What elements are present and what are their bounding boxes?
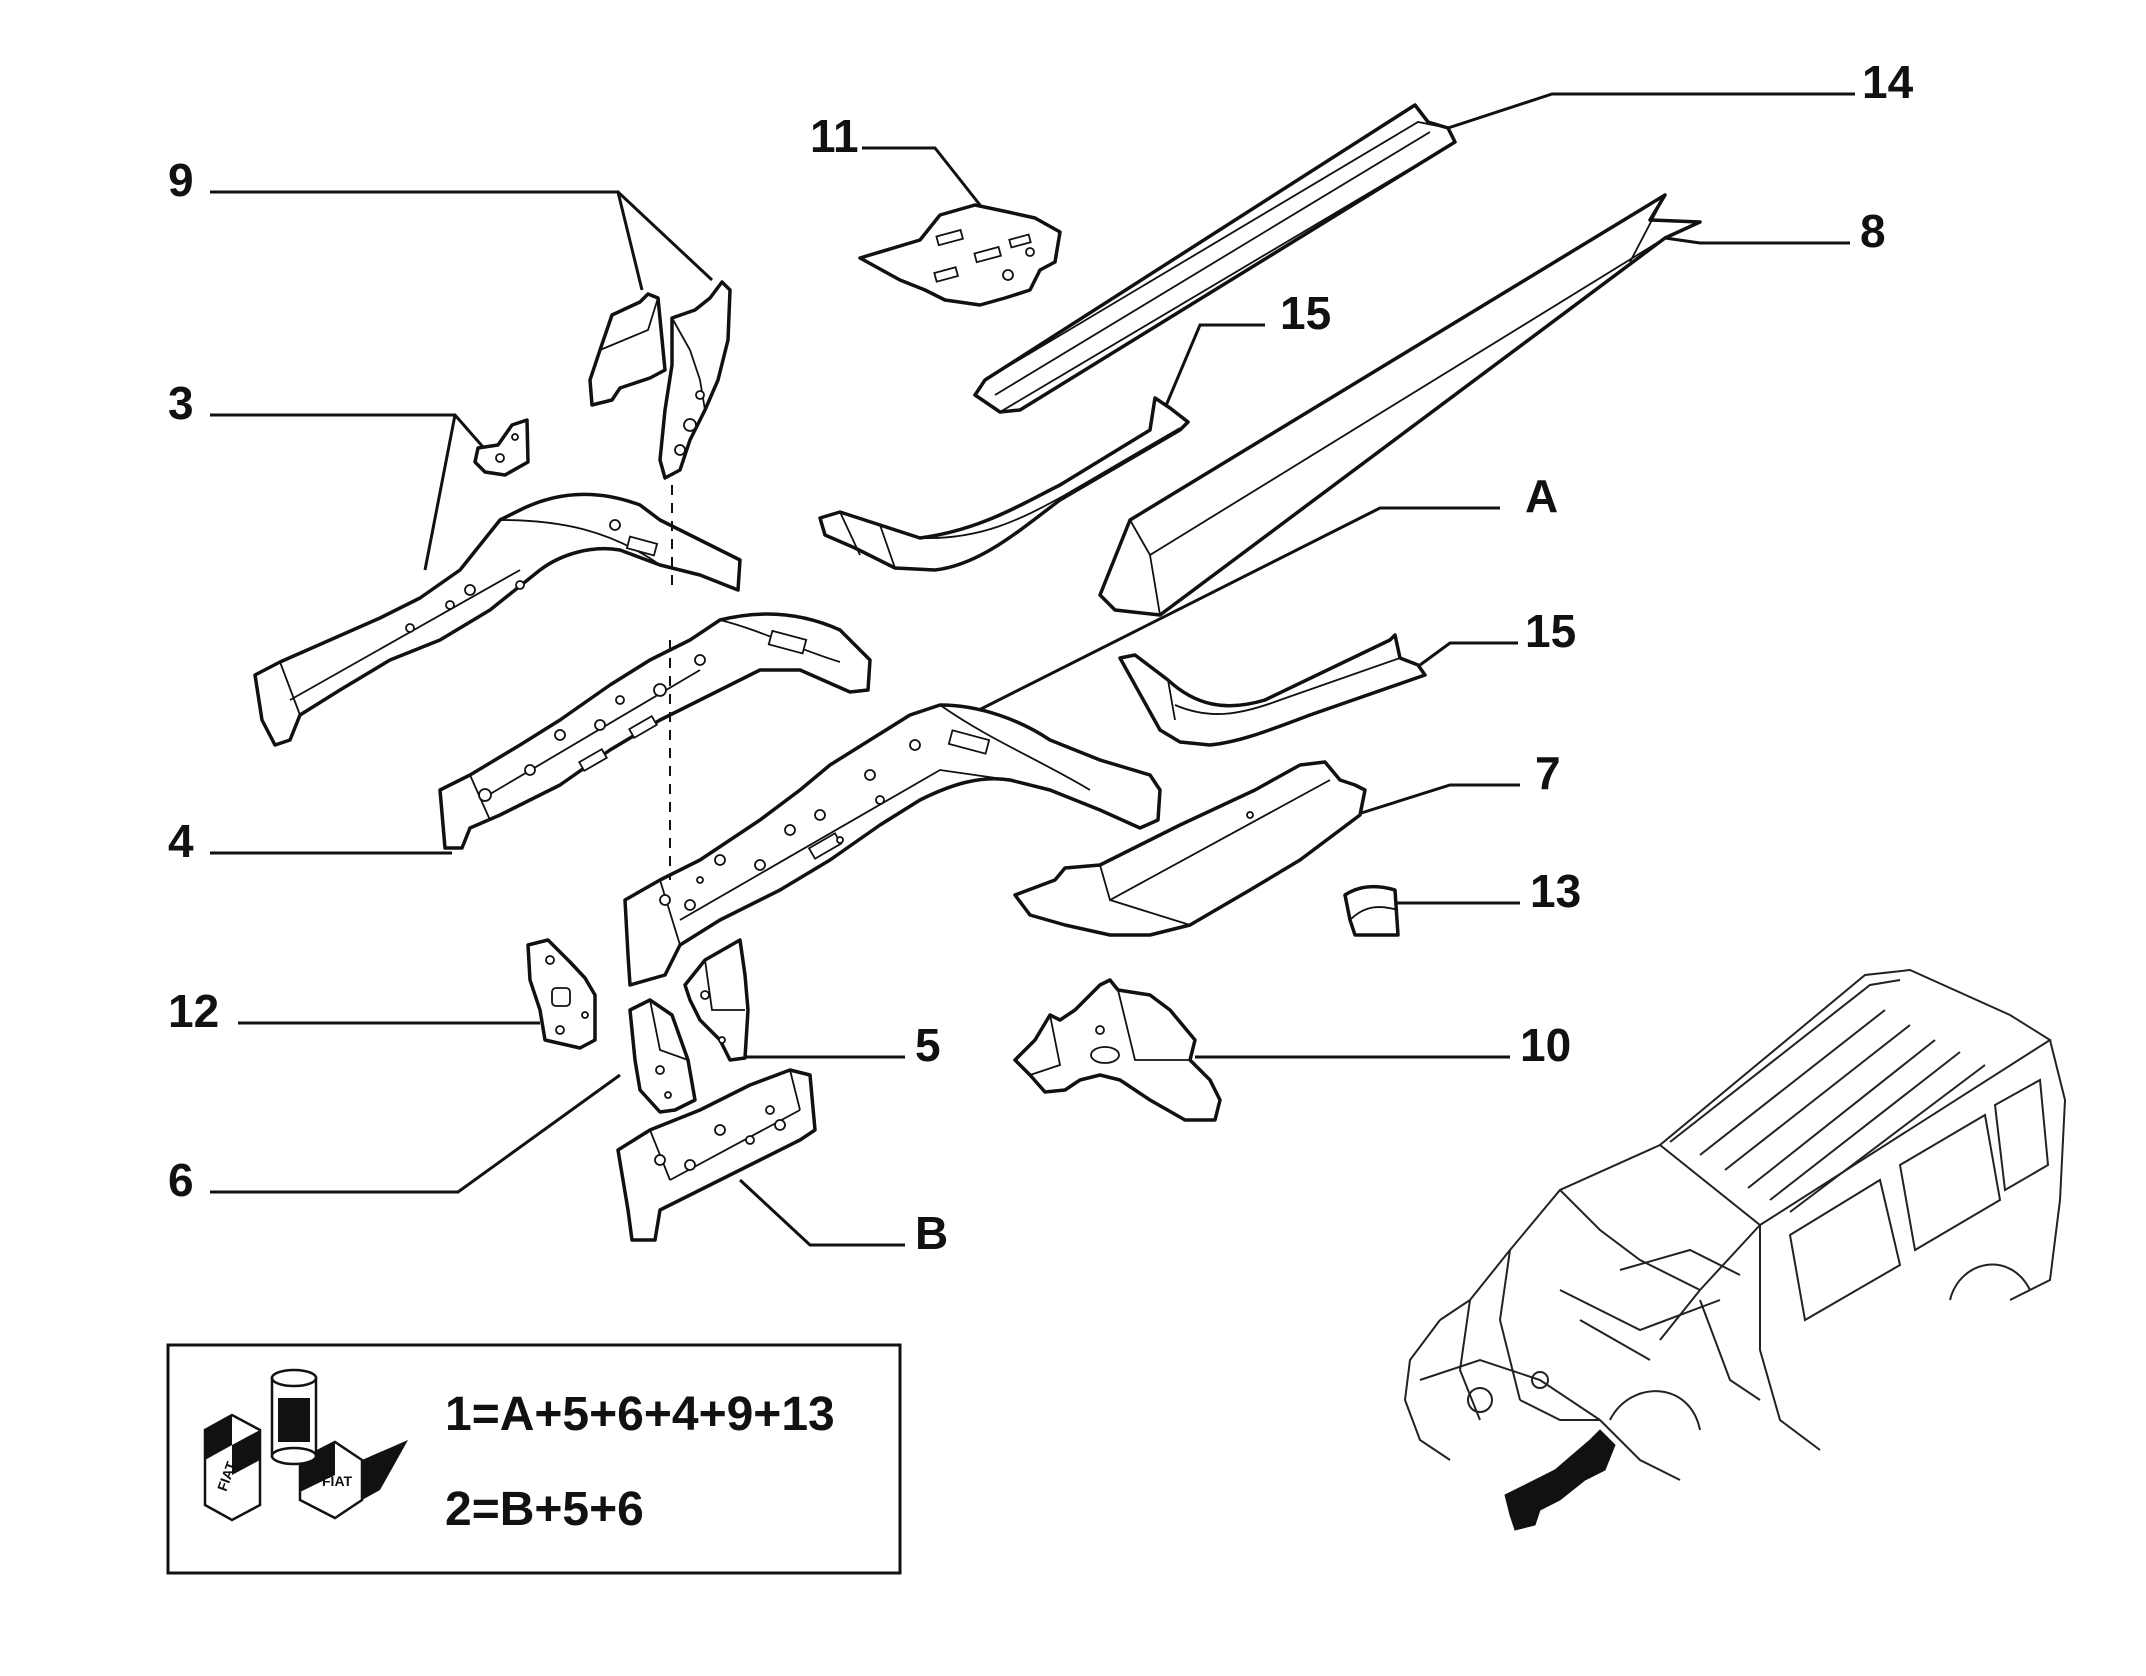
callout-11: 11 [810,110,859,162]
part-14-rail [973,103,1457,414]
callout-A: A [1525,470,1558,522]
leader-lines [210,92,1855,1247]
part-8-sill [1098,193,1702,617]
part-5-bracket [683,938,750,1062]
callout-10: 10 [1520,1019,1571,1071]
highlighted-rail [1504,1429,1616,1531]
callout-3: 3 [168,377,194,429]
part-11-plate [858,203,1062,307]
fiat-parts-kit-icon: FIAT FIAT [203,1368,408,1522]
callout-13: 13 [1530,865,1581,917]
part-6-gusset [628,998,697,1114]
logo-brand-text: FIAT [322,1473,353,1489]
callout-9: 9 [168,154,194,206]
callout-8: 8 [1860,205,1886,257]
callout-15-upper: 15 [1280,287,1331,339]
part-7-rear-rail [1013,760,1367,937]
callout-12: 12 [168,985,219,1037]
kit-formula-1: 1=A+5+6+4+9+13 [445,1388,835,1441]
part-13-clip [1343,884,1400,937]
callout-5: 5 [915,1019,941,1071]
callout-7: 7 [1535,747,1561,799]
part-9-pillars [588,280,732,480]
part-15-lower-channel [1118,633,1427,747]
kit-formula-2: 2=B+5+6 [445,1483,644,1536]
vehicle-body-shell-icon [1403,968,2067,1531]
callout-14: 14 [1862,56,1914,108]
part-3-bracket [473,418,530,477]
part-B-lower-rail [616,1068,817,1242]
part-15-upper-channel [818,396,1190,572]
part-12-plate [526,938,597,1050]
part-A-assembly-rail [623,703,1162,987]
kit-legend-box: FIAT FIAT 1=A+5+6+4+9+13 2=B+5+6 [166,1343,902,1575]
callout-4: 4 [168,815,194,867]
callout-B: B [915,1207,948,1259]
callout-6: 6 [168,1154,194,1206]
part-4-lower-rail [438,612,872,850]
part-4-upper-rail [253,492,742,747]
callout-15-lower: 15 [1525,605,1576,657]
callout-labels: 14 11 9 8 15 3 A 15 7 4 13 12 5 10 6 B [168,56,1914,1259]
part-10-floor-bracket [1013,978,1222,1122]
